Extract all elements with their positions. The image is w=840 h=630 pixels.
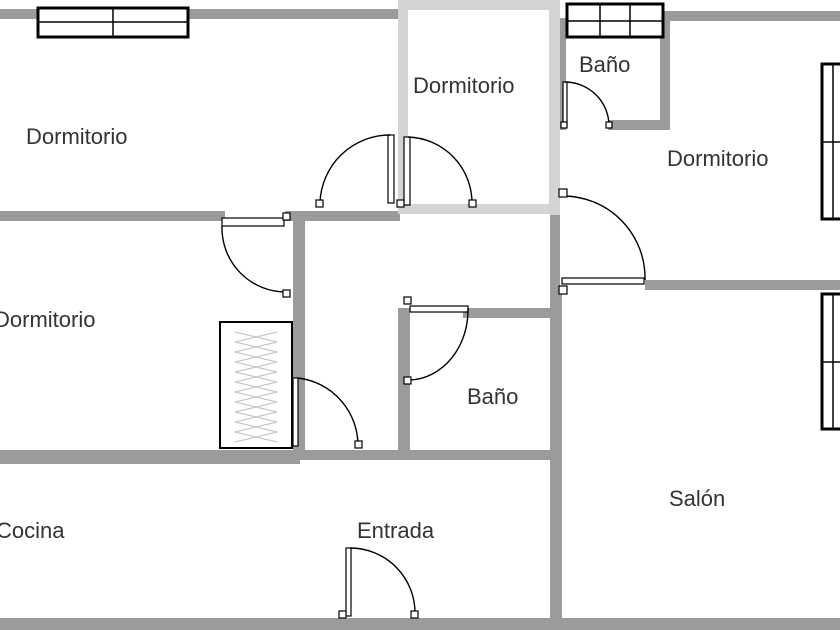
room-label-bano-center: Baño (467, 384, 518, 409)
closet (219, 321, 293, 449)
room-label-bano-top: Baño (579, 52, 630, 77)
wall-bath-top (463, 308, 553, 318)
window-top-bathroom (565, 2, 665, 39)
room-label-cocina: Cocina (0, 518, 65, 543)
wall-kitchen-top (0, 450, 300, 464)
room-label-salon: Salón (669, 486, 725, 511)
door-top-bedroom-center (396, 136, 477, 208)
wall-salon-top (645, 280, 840, 290)
room-label-dormitorio-right: Dormitorio (667, 146, 768, 171)
partition-left (398, 0, 408, 213)
door-bathroom-top (560, 81, 613, 129)
window-right-bedroom (820, 62, 840, 221)
door-closet (292, 377, 363, 449)
room-label-entrada: Entrada (357, 518, 435, 543)
wall-top-left (0, 9, 400, 19)
room-label-dormitorio-top-center: Dormitorio (413, 73, 514, 98)
door-bathroom-center (403, 296, 469, 385)
wall-bedroom-divider-2 (285, 211, 400, 221)
wall-top-right (663, 11, 840, 21)
wall-bottom (0, 618, 840, 630)
wall-entrance-top (300, 450, 555, 460)
door-bedroom-left (221, 212, 291, 298)
partition-top (398, 0, 560, 10)
room-label-dormitorio-top-left: Dormitorio (26, 124, 127, 149)
window-right-salon (820, 292, 840, 431)
wall-bath-top-left (558, 18, 566, 130)
wall-salon-left (550, 290, 562, 620)
partition-bottom (398, 204, 560, 214)
wall-bedroom-divider (0, 211, 225, 221)
room-label-dormitorio-left: Dormitorio (0, 307, 95, 332)
wall-bath-top-bottom (608, 120, 670, 130)
partition-right (549, 0, 560, 215)
door-top-bedroom-left (315, 134, 395, 208)
door-bedroom-right (558, 188, 646, 295)
door-entrance (338, 547, 419, 619)
window-top-left (36, 6, 190, 39)
wall-bath-top-right (660, 18, 670, 128)
wall-hall-right (550, 215, 560, 290)
